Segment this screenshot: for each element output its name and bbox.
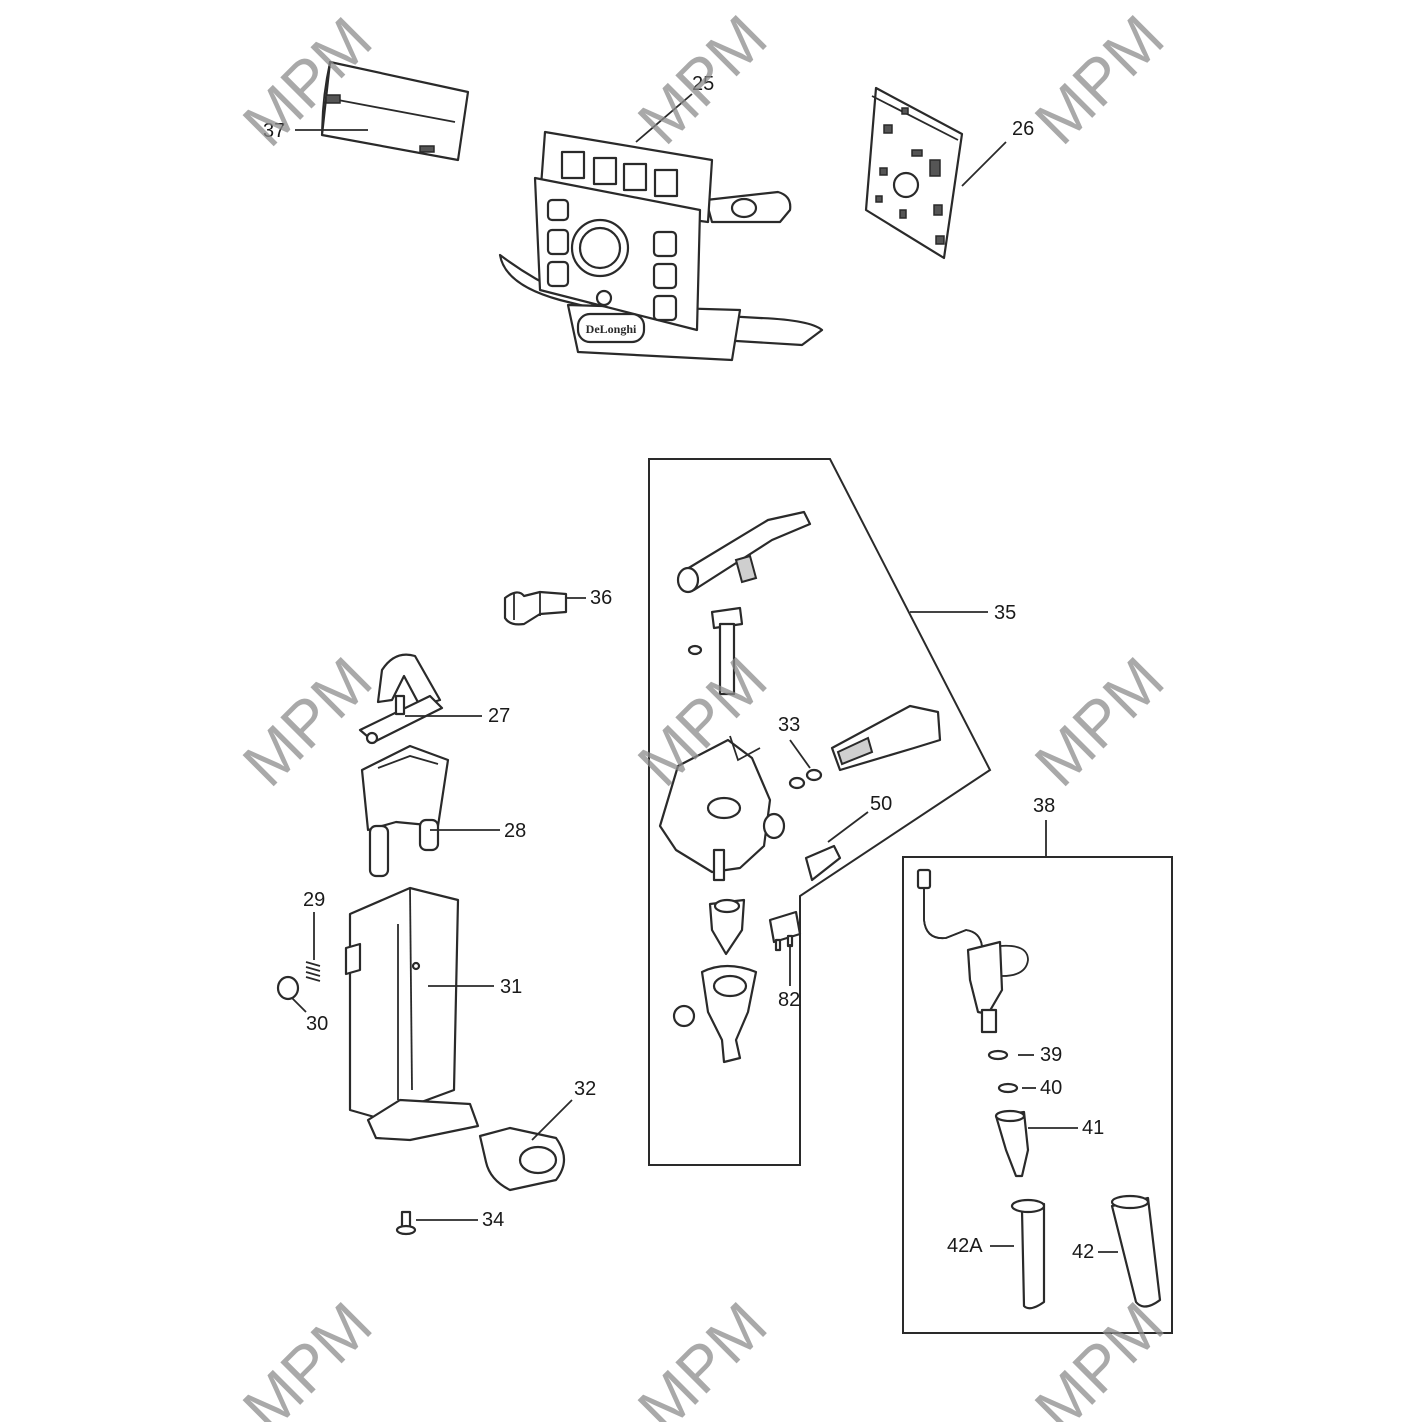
group-35-frame [648, 458, 992, 1166]
label-36: 36 [590, 587, 612, 609]
label-42a: 42A [947, 1235, 983, 1257]
part-34-screw [395, 1210, 417, 1236]
group-35-parts [658, 510, 942, 1064]
leader-50 [827, 811, 869, 843]
label-39: 39 [1040, 1044, 1062, 1066]
brand-logo: DeLonghi [586, 322, 637, 336]
label-31: 31 [500, 976, 522, 998]
label-27: 27 [488, 705, 510, 727]
label-35: 35 [994, 602, 1016, 624]
part-31-frame [344, 886, 480, 1142]
label-25: 25 [692, 73, 714, 95]
label-38: 38 [1033, 795, 1055, 817]
leader-25 [635, 93, 693, 143]
leader-26 [961, 141, 1007, 187]
label-82: 82 [778, 989, 800, 1011]
label-32: 32 [574, 1078, 596, 1100]
label-40: 40 [1040, 1077, 1062, 1099]
part-27-lever [358, 653, 444, 745]
part-28-holder [360, 744, 450, 878]
part-30-cap [276, 975, 300, 1001]
group-38-frame [902, 856, 1173, 1334]
watermark: MPM [624, 1, 780, 157]
part-32-plate [478, 1126, 566, 1192]
label-42: 42 [1072, 1241, 1094, 1263]
leader-30 [291, 997, 307, 1013]
label-28: 28 [504, 820, 526, 842]
leader-32 [531, 1099, 573, 1141]
label-37: 37 [263, 120, 285, 142]
part-25-control-panel: DeLonghi [498, 130, 824, 362]
label-34: 34 [482, 1209, 504, 1231]
watermark: MPM [1021, 643, 1177, 799]
part-26-circuit-board [864, 86, 964, 260]
part-36-pin [503, 590, 568, 626]
watermark: MPM [1021, 1288, 1177, 1422]
part-37-cover [320, 60, 470, 162]
watermark: MPM [624, 1288, 780, 1422]
watermark: MPM [1021, 1, 1177, 157]
label-41: 41 [1082, 1117, 1104, 1139]
watermark: MPM [229, 1288, 385, 1422]
group-38-parts [916, 868, 1162, 1310]
label-30: 30 [306, 1013, 328, 1035]
leader-33 [789, 739, 811, 769]
part-29-spring [305, 961, 321, 982]
label-50: 50 [870, 793, 892, 815]
label-33: 33 [778, 714, 800, 736]
label-29: 29 [303, 889, 325, 911]
label-26: 26 [1012, 118, 1034, 140]
